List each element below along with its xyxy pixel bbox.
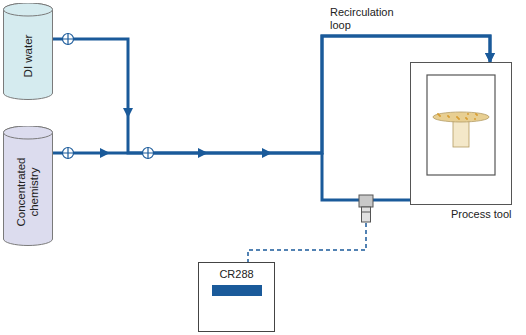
sensor-body [362,207,371,222]
particle-dot [457,117,459,119]
valve-symbol [143,148,154,159]
process-tool: Process tool [410,62,512,205]
sensor-detail [362,212,371,213]
sensor-fitting [359,195,373,207]
wafer-chuck [453,119,469,147]
tank-top [4,126,53,139]
signal-cable [248,223,366,262]
process-chamber [411,63,510,203]
tool-label: Process tool [451,208,512,221]
chemistry-tank: Concentrated chemistry [3,126,53,246]
loop-label: Recirculation loop [330,6,410,32]
tank-body [4,126,53,246]
particle-dot [437,113,439,115]
chamber-wall [427,75,495,175]
valve-symbol [63,148,74,159]
return-pipe [322,153,410,200]
particle-dot [474,118,476,120]
display-bar [212,285,262,296]
particle-dot [465,117,467,119]
tank-label: Concentrated chemistry [15,141,41,243]
particle-dot [476,114,478,116]
particle-dot [448,116,450,118]
tank-label: DI water [22,17,35,96]
particle-dot [439,115,441,117]
particle-dot [458,118,460,120]
tank-top [4,3,53,16]
particle-dot [475,113,477,115]
tank-body [4,3,53,100]
wafer [433,112,489,122]
di-water-tank: DI water [3,3,53,100]
particle-dot [447,115,449,117]
particle-dot [467,113,469,115]
controller-label: CR288 [199,268,274,281]
particle-dot [438,114,440,116]
particle-dot [456,116,458,118]
controller-box: CR288 [198,262,275,332]
valve-symbol [63,34,74,45]
particle-dot [466,118,468,120]
